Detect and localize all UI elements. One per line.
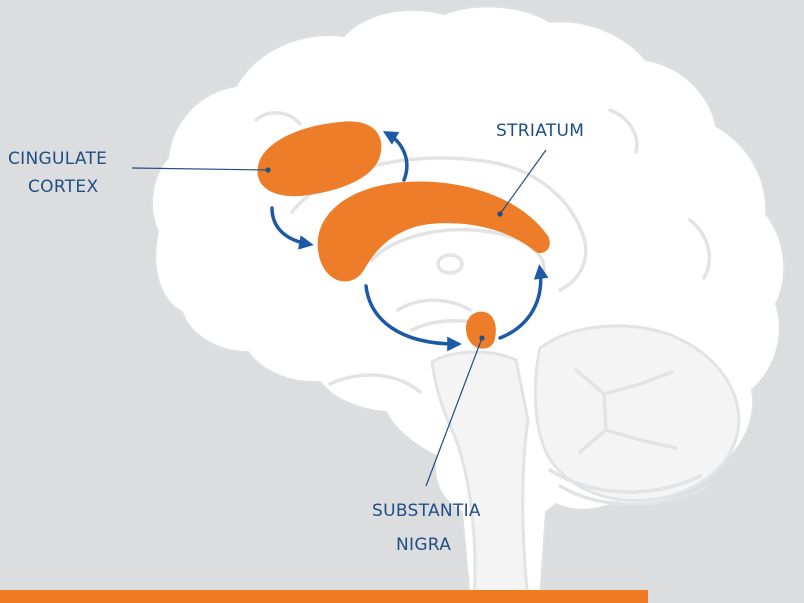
bottom-accent-bar: [0, 590, 648, 603]
cingulate-label-line2: CORTEX: [28, 177, 98, 197]
cingulate-label-line1: CINGULATE: [8, 149, 107, 169]
substantia-label-line1: SUBSTANTIA: [372, 501, 481, 521]
striatum-pointer-dot: [497, 211, 502, 216]
striatum-label: STRIATUM: [496, 121, 584, 141]
cingulate-pointer-dot: [265, 167, 270, 172]
substantia-label-line2: NIGRA: [396, 535, 451, 555]
substantia-pointer-dot: [479, 335, 484, 340]
